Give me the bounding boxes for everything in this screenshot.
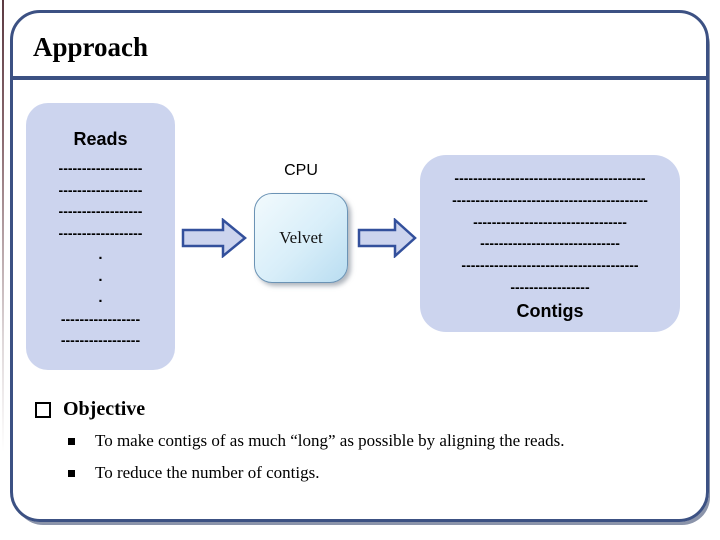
read-dash-line: ------------------ bbox=[58, 181, 143, 198]
read-dash-line: ------------------ bbox=[58, 224, 143, 241]
velvet-box: Velvet bbox=[254, 193, 348, 283]
contig-dash-line: ------------------------------ bbox=[480, 235, 620, 252]
read-dash-line: ------------------ bbox=[58, 203, 143, 219]
contig-dash-line: -------------------------------------- bbox=[461, 257, 639, 274]
ellipsis-dot: . bbox=[98, 289, 103, 306]
title-divider-line bbox=[10, 76, 709, 80]
slide-title: Approach bbox=[33, 32, 149, 62]
contigs-panel: ----------------------------------------… bbox=[420, 155, 680, 332]
bullet-text: To reduce the number of contigs. bbox=[95, 463, 320, 482]
right-arrow-icon bbox=[357, 218, 417, 258]
reads-panel: Reads ------------------ ---------------… bbox=[26, 103, 175, 370]
objective-bullet-2: To reduce the number of contigs. bbox=[68, 463, 319, 483]
objective-bullet-1: To make contigs of as much “long” as pos… bbox=[68, 431, 565, 451]
objective-heading-row: Objective bbox=[35, 398, 145, 421]
ellipsis-dot: . bbox=[98, 267, 103, 285]
bullet-text: To make contigs of as much “long” as pos… bbox=[95, 431, 565, 450]
slide-frame bbox=[10, 10, 709, 522]
contigs-heading: Contigs bbox=[516, 300, 584, 321]
contig-dash-line: ----------------- bbox=[510, 278, 590, 295]
read-dash-line: ----------------- bbox=[60, 332, 141, 348]
contig-dash-line: --------------------------------- bbox=[473, 213, 627, 230]
contig-dash-line: ----------------------------------------… bbox=[452, 191, 648, 208]
reads-heading: Reads bbox=[73, 129, 128, 149]
velvet-label: Velvet bbox=[279, 228, 323, 247]
cpu-label: CPU bbox=[284, 162, 318, 179]
filled-square-bullet-icon bbox=[68, 437, 75, 445]
objective-heading: Objective bbox=[63, 398, 146, 420]
read-dash-line: ------------------ bbox=[58, 160, 143, 176]
right-arrow-icon bbox=[181, 218, 247, 258]
read-dash-line: ----------------- bbox=[60, 310, 141, 327]
left-edge-artifact-line bbox=[2, 0, 4, 452]
ellipsis-dot: . bbox=[98, 246, 103, 263]
filled-square-bullet-icon bbox=[68, 469, 75, 477]
contig-dash-line: ----------------------------------------… bbox=[454, 170, 646, 186]
hollow-square-bullet-icon bbox=[35, 401, 51, 418]
